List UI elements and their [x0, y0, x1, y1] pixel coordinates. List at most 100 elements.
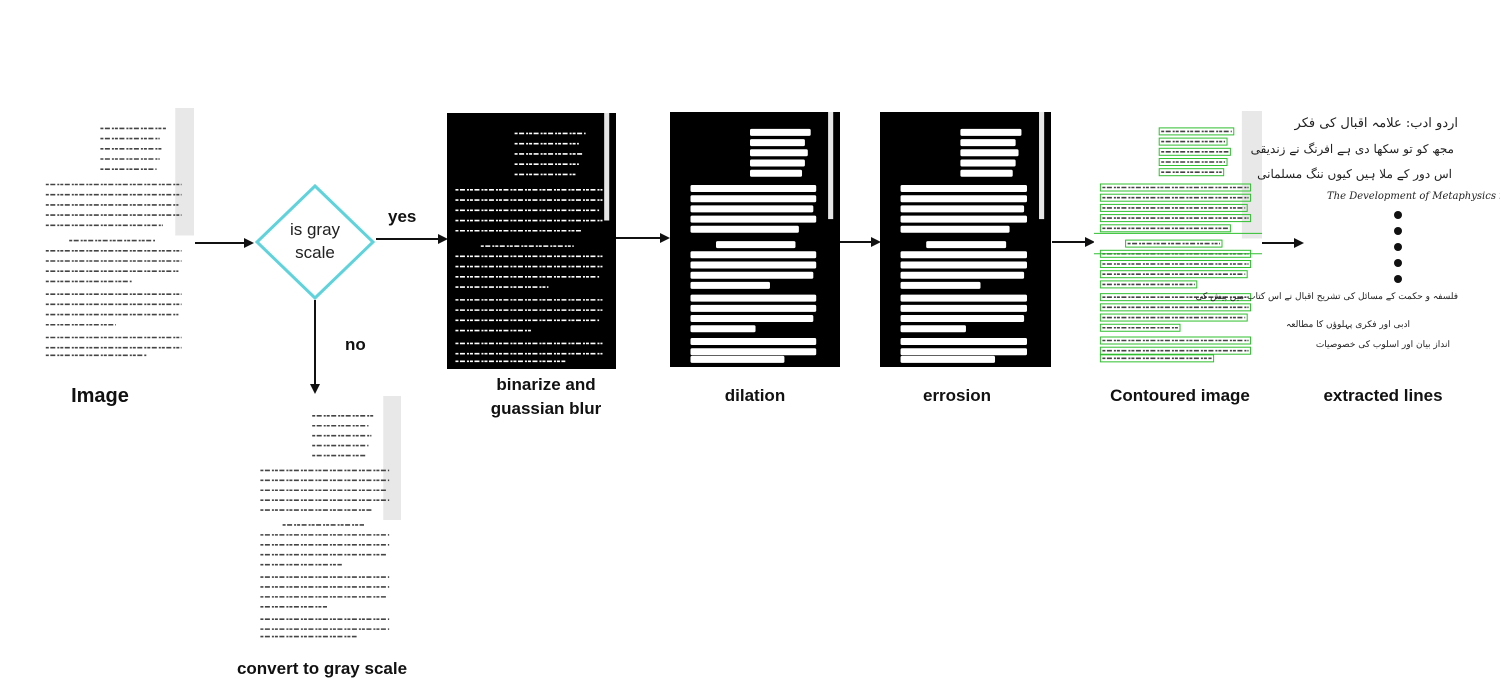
contour-box [1158, 137, 1228, 146]
ellipsis-dot [1394, 259, 1402, 267]
contour-box [1099, 323, 1181, 332]
contour-box [1099, 293, 1252, 302]
page-text-lines [1094, 111, 1262, 363]
dilated-block [690, 185, 817, 192]
extracted-line-5: ادبی اور فکری پہلوؤں کا مطالعہ [1286, 320, 1410, 330]
page-edge-shadow [175, 108, 194, 236]
extracted-line-1: اردو ادب: علامہ اقبال کی فکر [1294, 116, 1458, 131]
contour-box [1099, 280, 1198, 289]
dilated-block [690, 195, 817, 203]
contour-box [1099, 270, 1248, 279]
binarized-image-page [447, 113, 616, 369]
ellipsis-dot [1394, 227, 1402, 235]
dilated-block [926, 241, 1007, 249]
page-text-blocks [690, 112, 834, 363]
dilated-block [960, 128, 1022, 136]
dilated-block [900, 271, 1025, 279]
erosion-image-page [880, 112, 1051, 367]
dilated-block [690, 315, 814, 323]
dilated-block [690, 261, 817, 269]
binarize-label: binarize and guassian blur [490, 375, 602, 418]
input-image-label: Image [71, 385, 129, 407]
dilated-block [750, 139, 805, 147]
dilated-block [900, 195, 1028, 203]
dilated-block [750, 169, 803, 177]
dilated-block [960, 139, 1016, 147]
page-text-lines [455, 113, 610, 363]
dilated-block [900, 185, 1028, 192]
extracted-line-4: فلسفہ و حکمت کے مسائل کی تشریح اقبال نے … [1195, 292, 1458, 302]
dilated-block [690, 281, 770, 289]
extracted-line-3: اس دور کے ملا ہیں کیوں ننگ مسلمانی [1257, 167, 1452, 181]
dilated-block [900, 338, 1028, 345]
ellipsis-dot [1394, 211, 1402, 219]
dilated-block [900, 348, 1028, 356]
contour-box [1099, 203, 1248, 212]
page-text-lines [260, 396, 401, 638]
dilated-block [690, 205, 814, 213]
contoured-image-page [1094, 111, 1262, 366]
dilated-block [900, 225, 1010, 233]
page-edge-mark [828, 112, 834, 220]
extracted-lines-panel: اردو ادب: علامہ اقبال کی فکر مجھ کو تو س… [1196, 108, 1500, 368]
contour-box [1158, 158, 1228, 166]
contour-box [1099, 193, 1252, 202]
input-image-page [38, 108, 194, 363]
dilated-block [900, 251, 1028, 259]
page-text-blocks [900, 112, 1045, 363]
dilated-block [690, 325, 756, 333]
dilated-block [750, 149, 808, 157]
extracted-line-2: مجھ کو تو سکھا دی ہے افرنگ نے زندیقی [1250, 142, 1454, 156]
page-edge-shadow [383, 396, 401, 520]
dilated-block [900, 304, 1028, 312]
contour-box [1099, 303, 1252, 312]
contour-box [1099, 313, 1248, 322]
erosion-label: errosion [922, 386, 992, 405]
dilated-block [690, 225, 799, 233]
grayscale-label: convert to gray scale [236, 659, 408, 678]
ellipsis-dot [1394, 275, 1402, 283]
dilation-label: dilation [724, 386, 786, 405]
dilated-block [690, 338, 817, 345]
extracted-line-6: انداز بیان اور اسلوب کی خصوصیات [1315, 340, 1450, 350]
contour-box [1099, 183, 1252, 192]
page-text-lines [45, 108, 194, 357]
contour-box [1099, 260, 1252, 268]
contour-box [1158, 127, 1235, 136]
dilated-block [960, 159, 1016, 167]
contour-box [1099, 214, 1252, 223]
dilated-block [690, 355, 785, 363]
page-edge-mark [604, 113, 610, 221]
extracted-line-english: The Development of Metaphysics in Persia [1327, 191, 1500, 202]
dilated-block [900, 294, 1028, 302]
dilated-block [690, 348, 817, 356]
contour-box [1099, 346, 1252, 355]
page-edge-mark [1039, 112, 1045, 220]
dilated-block [690, 294, 817, 302]
contour-box [1099, 354, 1215, 363]
dilated-block [900, 261, 1028, 269]
contour-box [1099, 336, 1252, 345]
dilated-block [900, 281, 981, 289]
dilated-block [900, 355, 996, 363]
dilated-block [690, 304, 817, 312]
dilated-block [750, 128, 811, 136]
no-label: no [345, 335, 366, 354]
extracted-label: extracted lines [1323, 386, 1443, 405]
decision-label: is gray scale [289, 220, 341, 262]
dilated-block [750, 159, 805, 167]
contour-box [1158, 168, 1225, 177]
yes-label: yes [388, 207, 417, 226]
dilated-block [900, 205, 1025, 213]
contour-box [1125, 239, 1223, 248]
dilated-block [960, 169, 1013, 177]
contour-box [1158, 147, 1231, 156]
dilated-block [900, 315, 1025, 323]
contoured-label: Contoured image [1110, 386, 1250, 405]
dilated-block [690, 251, 817, 259]
contour-box [1099, 224, 1231, 233]
ellipsis-dot [1394, 243, 1402, 251]
dilation-image-page [670, 112, 840, 367]
grayscale-image-page [253, 396, 401, 644]
